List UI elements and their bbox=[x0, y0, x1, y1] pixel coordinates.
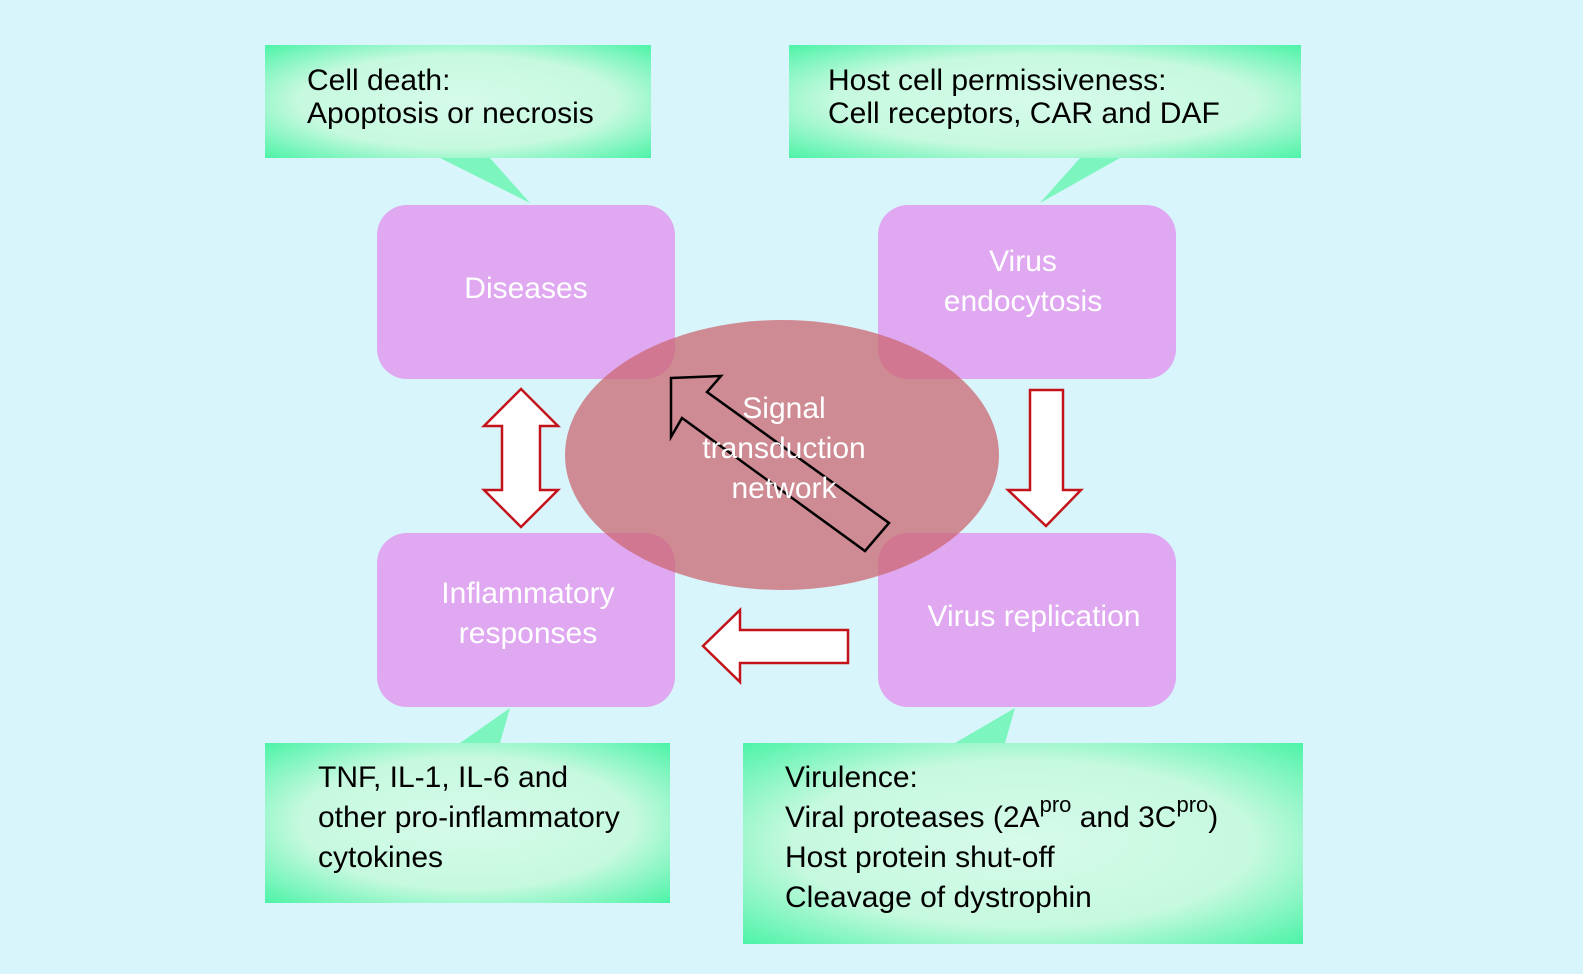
signal-transduction-label: Signal transduction network bbox=[684, 389, 884, 509]
callout-host-cell-line-1: Host cell permissiveness: bbox=[828, 64, 1167, 97]
arrow-endocytosis-to-replication bbox=[1004, 388, 1084, 528]
node-virus-replication-label: Virus replication bbox=[878, 597, 1190, 637]
node-inflammatory-label: Inflammatory responses bbox=[377, 574, 679, 654]
signal-transduction-line-2: transduction bbox=[702, 432, 866, 465]
callout-virulence-line-2: Viral proteases (2Apro and 3Cpro) bbox=[785, 794, 1219, 838]
node-virus-endocytosis-line-2: endocytosis bbox=[943, 285, 1103, 318]
callout-host-cell: Host cell permissiveness: Cell receptors… bbox=[828, 64, 1220, 130]
callout-virulence: Virulence: Viral proteases (2Apro and 3C… bbox=[785, 758, 1218, 918]
callout-cytokines-line-3: cytokines bbox=[318, 841, 444, 874]
virulence-proteases-c: ) bbox=[1208, 801, 1219, 834]
callout-cytokines-line-1: TNF, IL-1, IL-6 and bbox=[318, 761, 569, 794]
signal-transduction-ellipse bbox=[565, 320, 999, 590]
arrow-replication-to-inflammatory bbox=[701, 607, 850, 685]
callout-virulence-line-1: Virulence: bbox=[785, 761, 918, 794]
node-virus-endocytosis-line-1: Virus bbox=[989, 245, 1057, 278]
callout-cytokines-shape bbox=[265, 708, 670, 903]
virulence-sup-3c: pro bbox=[1176, 792, 1209, 817]
double-arrow-diseases-inflammatory bbox=[480, 387, 562, 529]
node-diseases-line-1: Diseases bbox=[464, 272, 588, 305]
node-virus-replication-box bbox=[878, 533, 1176, 707]
callout-virulence-shape bbox=[743, 708, 1303, 944]
node-virus-endocytosis-box bbox=[878, 205, 1176, 379]
callout-cell-death: Cell death: Apoptosis or necrosis bbox=[307, 64, 594, 130]
node-diseases-box bbox=[377, 205, 675, 379]
callout-host-cell-shape bbox=[789, 45, 1301, 203]
virulence-sup-2a: pro bbox=[1039, 792, 1072, 817]
callout-cell-death-line-1: Cell death: bbox=[307, 64, 451, 97]
node-diseases-label: Diseases bbox=[377, 269, 675, 309]
callout-host-cell-line-2: Cell receptors, CAR and DAF bbox=[828, 97, 1220, 130]
signal-transduction-line-3: network bbox=[731, 472, 837, 505]
node-inflammatory-line-1: Inflammatory bbox=[441, 577, 615, 610]
callout-cell-death-line-2: Apoptosis or necrosis bbox=[307, 97, 594, 130]
virulence-proteases-a: Viral proteases (2A bbox=[785, 801, 1040, 834]
node-inflammatory-box bbox=[377, 533, 675, 707]
callout-virulence-line-3: Host protein shut-off bbox=[785, 841, 1055, 874]
node-virus-endocytosis-label: Virus endocytosis bbox=[878, 242, 1168, 322]
callout-virulence-line-4: Cleavage of dystrophin bbox=[785, 881, 1092, 914]
callout-cytokines: TNF, IL-1, IL-6 and other pro-inflammato… bbox=[318, 758, 620, 878]
virulence-proteases-b: and 3C bbox=[1071, 801, 1177, 834]
callout-cytokines-line-2: other pro-inflammatory bbox=[318, 801, 620, 834]
callout-cell-death-shape bbox=[265, 45, 651, 203]
signal-transduction-line-1: Signal bbox=[742, 392, 826, 425]
arrow-signal-to-diseases bbox=[669, 374, 891, 553]
node-inflammatory-line-2: responses bbox=[458, 617, 598, 650]
node-virus-replication-line-1: Virus replication bbox=[927, 600, 1141, 633]
